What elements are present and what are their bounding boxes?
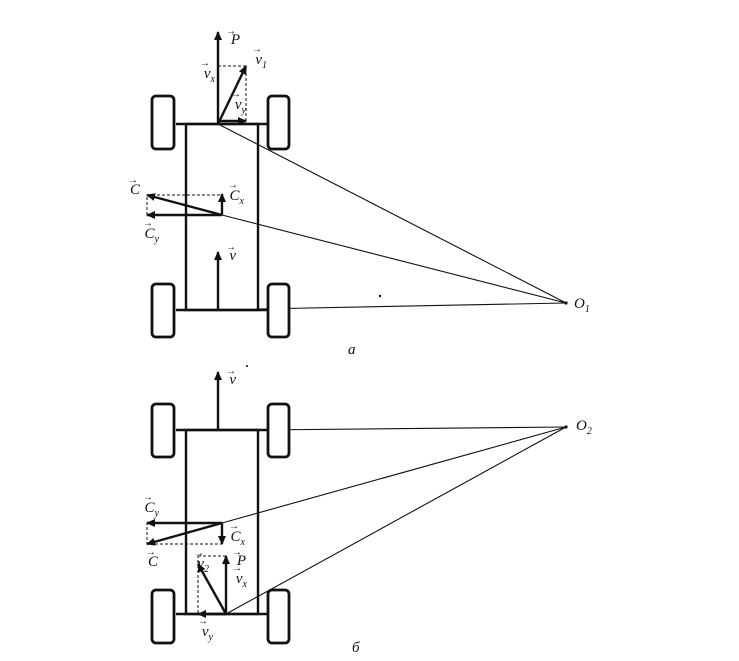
wheel-front-left-b [150, 402, 176, 459]
ray-rear-to-o2 [225, 426, 567, 615]
label-cx-a: Cx→ [228, 180, 245, 207]
label-v-rear-a: v→ [226, 242, 236, 264]
ray-rear-to-o1 [257, 302, 567, 310]
wheel-rear-right-b [266, 588, 291, 645]
label-cy-b: Cy→ [143, 492, 160, 519]
stray-dot-b [246, 365, 248, 367]
wheel-rear-left-a [150, 282, 176, 339]
caption-a: а [348, 342, 356, 358]
wheel-rear-right-a [266, 282, 291, 339]
label-vy-b: vy→ [198, 616, 214, 643]
wheel-front-right-b [266, 402, 291, 459]
vehicle-body-a [184, 122, 260, 312]
label-v-front-b: v→ [226, 366, 236, 388]
label-v1-a: v1→ [252, 44, 267, 71]
panel-a: P→ v1→ vx→ vy→ C→ Cx→ Cy→ v→ O1 а [128, 26, 590, 358]
center-point-o1 [564, 301, 568, 305]
label-p-a: P→ [226, 26, 240, 48]
stray-dot [378, 294, 382, 298]
vector-v2-b [196, 563, 228, 615]
label-c-b: C→ [146, 547, 159, 570]
vector-c-b [146, 521, 223, 546]
label-v2-b: v2→ [194, 548, 209, 575]
ray-mid-to-o2 [221, 426, 567, 524]
label-cy-a: Cy→ [143, 218, 160, 245]
ray-mid-to-o1 [221, 214, 567, 304]
ray-front-to-o2 [257, 426, 567, 431]
ray-front-to-o1 [217, 123, 567, 304]
vector-c-a [146, 193, 223, 217]
wheel-rear-left-b [150, 588, 176, 645]
label-vy-a: vy→ [231, 89, 247, 116]
center-point-o2 [564, 425, 568, 429]
wheel-front-left-a [150, 94, 176, 151]
label-vx-a: vx→ [200, 58, 216, 85]
label-cx-b: Cx→ [229, 521, 246, 548]
label-o1: O1 [574, 296, 590, 315]
label-c-a: C→ [128, 175, 141, 198]
label-o2: O2 [576, 418, 592, 437]
label-p-b: P→ [232, 547, 246, 569]
caption-b: б [352, 640, 360, 656]
vector-v1-a [216, 65, 248, 125]
panel-b: v→ Cy→ C→ Cx→ v2→ P→ vx→ vy→ O2 б [143, 365, 592, 656]
wheel-front-right-a [266, 94, 291, 151]
label-vx-b: vx→ [232, 563, 248, 590]
